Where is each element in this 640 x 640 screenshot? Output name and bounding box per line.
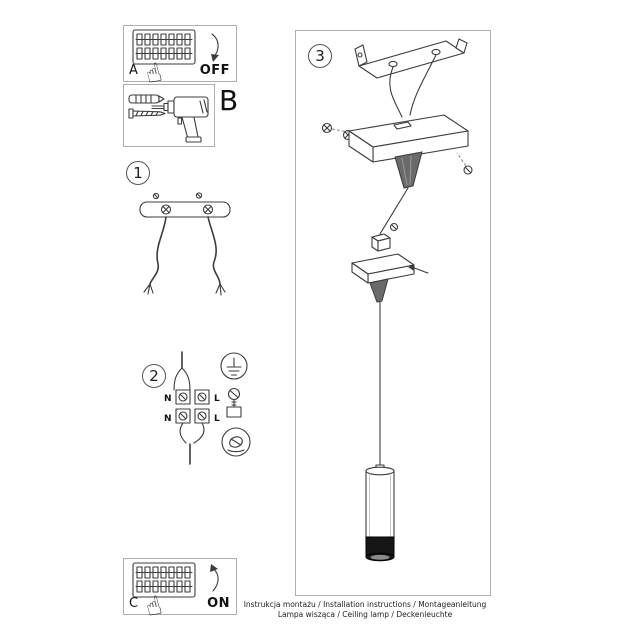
step-3-number-text: 3 — [315, 47, 325, 65]
label-l-bottom: L — [214, 414, 220, 424]
step-c-action-label: ON — [207, 596, 230, 611]
breaker-panel-off-icon: ☝ — [132, 29, 219, 83]
step-1-number-text: 1 — [133, 164, 143, 182]
step-2-number-text: 2 — [149, 367, 159, 385]
breaker-panel-icon — [132, 562, 196, 598]
screw-icon — [128, 108, 166, 119]
holder-bracket-icon — [351, 222, 415, 303]
lamp-cable-icon — [179, 422, 205, 465]
breaker-panel-icon — [132, 29, 196, 65]
upper-cord-line — [379, 187, 409, 235]
breaker-panel-on-icon: ☝ — [132, 562, 219, 616]
screw-detail-icon — [221, 427, 251, 457]
supply-cable-icon — [173, 351, 191, 391]
step-c-panel: ☝ C ON — [123, 558, 237, 616]
canopy-icon — [348, 114, 469, 163]
label-l-top: L — [214, 394, 220, 404]
step-a-letter: A — [129, 63, 138, 78]
switch-down-arrow-icon — [211, 33, 219, 62]
drill-icon — [151, 96, 209, 143]
ground-symbol-icon — [220, 352, 248, 380]
terminal-block-icon: N L N L — [164, 389, 220, 424]
step-3-panel: 3 — [295, 30, 491, 596]
step-c-letter: C — [129, 596, 139, 611]
step-3-number: 3 — [308, 44, 332, 68]
pendant-tube-icon — [365, 464, 395, 562]
footer-line-2: Lampa wisząca / Ceiling lamp / Deckenleu… — [277, 610, 453, 619]
step-b-letter: B — [219, 84, 239, 117]
canopy-screw-icon — [456, 152, 473, 175]
mounting-bar-cables-icon — [139, 192, 231, 296]
power-cables-icon — [143, 216, 226, 296]
step-b-panel — [123, 84, 215, 147]
tools-icon — [128, 94, 209, 143]
ground-screw-icon — [226, 387, 242, 418]
step-1-number: 1 — [126, 161, 150, 185]
label-n-top: N — [164, 394, 172, 404]
ceiling-bracket-icon — [354, 38, 468, 118]
footer-line-1: Instrukcja montażu / Installation instru… — [243, 600, 487, 609]
step-2-number: 2 — [142, 364, 166, 388]
mounting-bar-icon — [139, 192, 231, 218]
switch-up-arrow-icon — [210, 564, 219, 592]
strain-relief-cone-icon — [394, 151, 423, 189]
footer: Instrukcja montażu / Installation instru… — [238, 600, 492, 620]
wiring-diagram-icon: N L N L — [164, 351, 251, 465]
label-n-bottom: N — [164, 414, 172, 424]
step-a-panel: ☝ A OFF — [123, 25, 237, 83]
step-a-action-label: OFF — [199, 63, 230, 78]
assembly-diagram-icon — [321, 38, 473, 562]
assembly-arrow-icon — [408, 265, 429, 274]
wall-plug-icon — [128, 94, 165, 104]
